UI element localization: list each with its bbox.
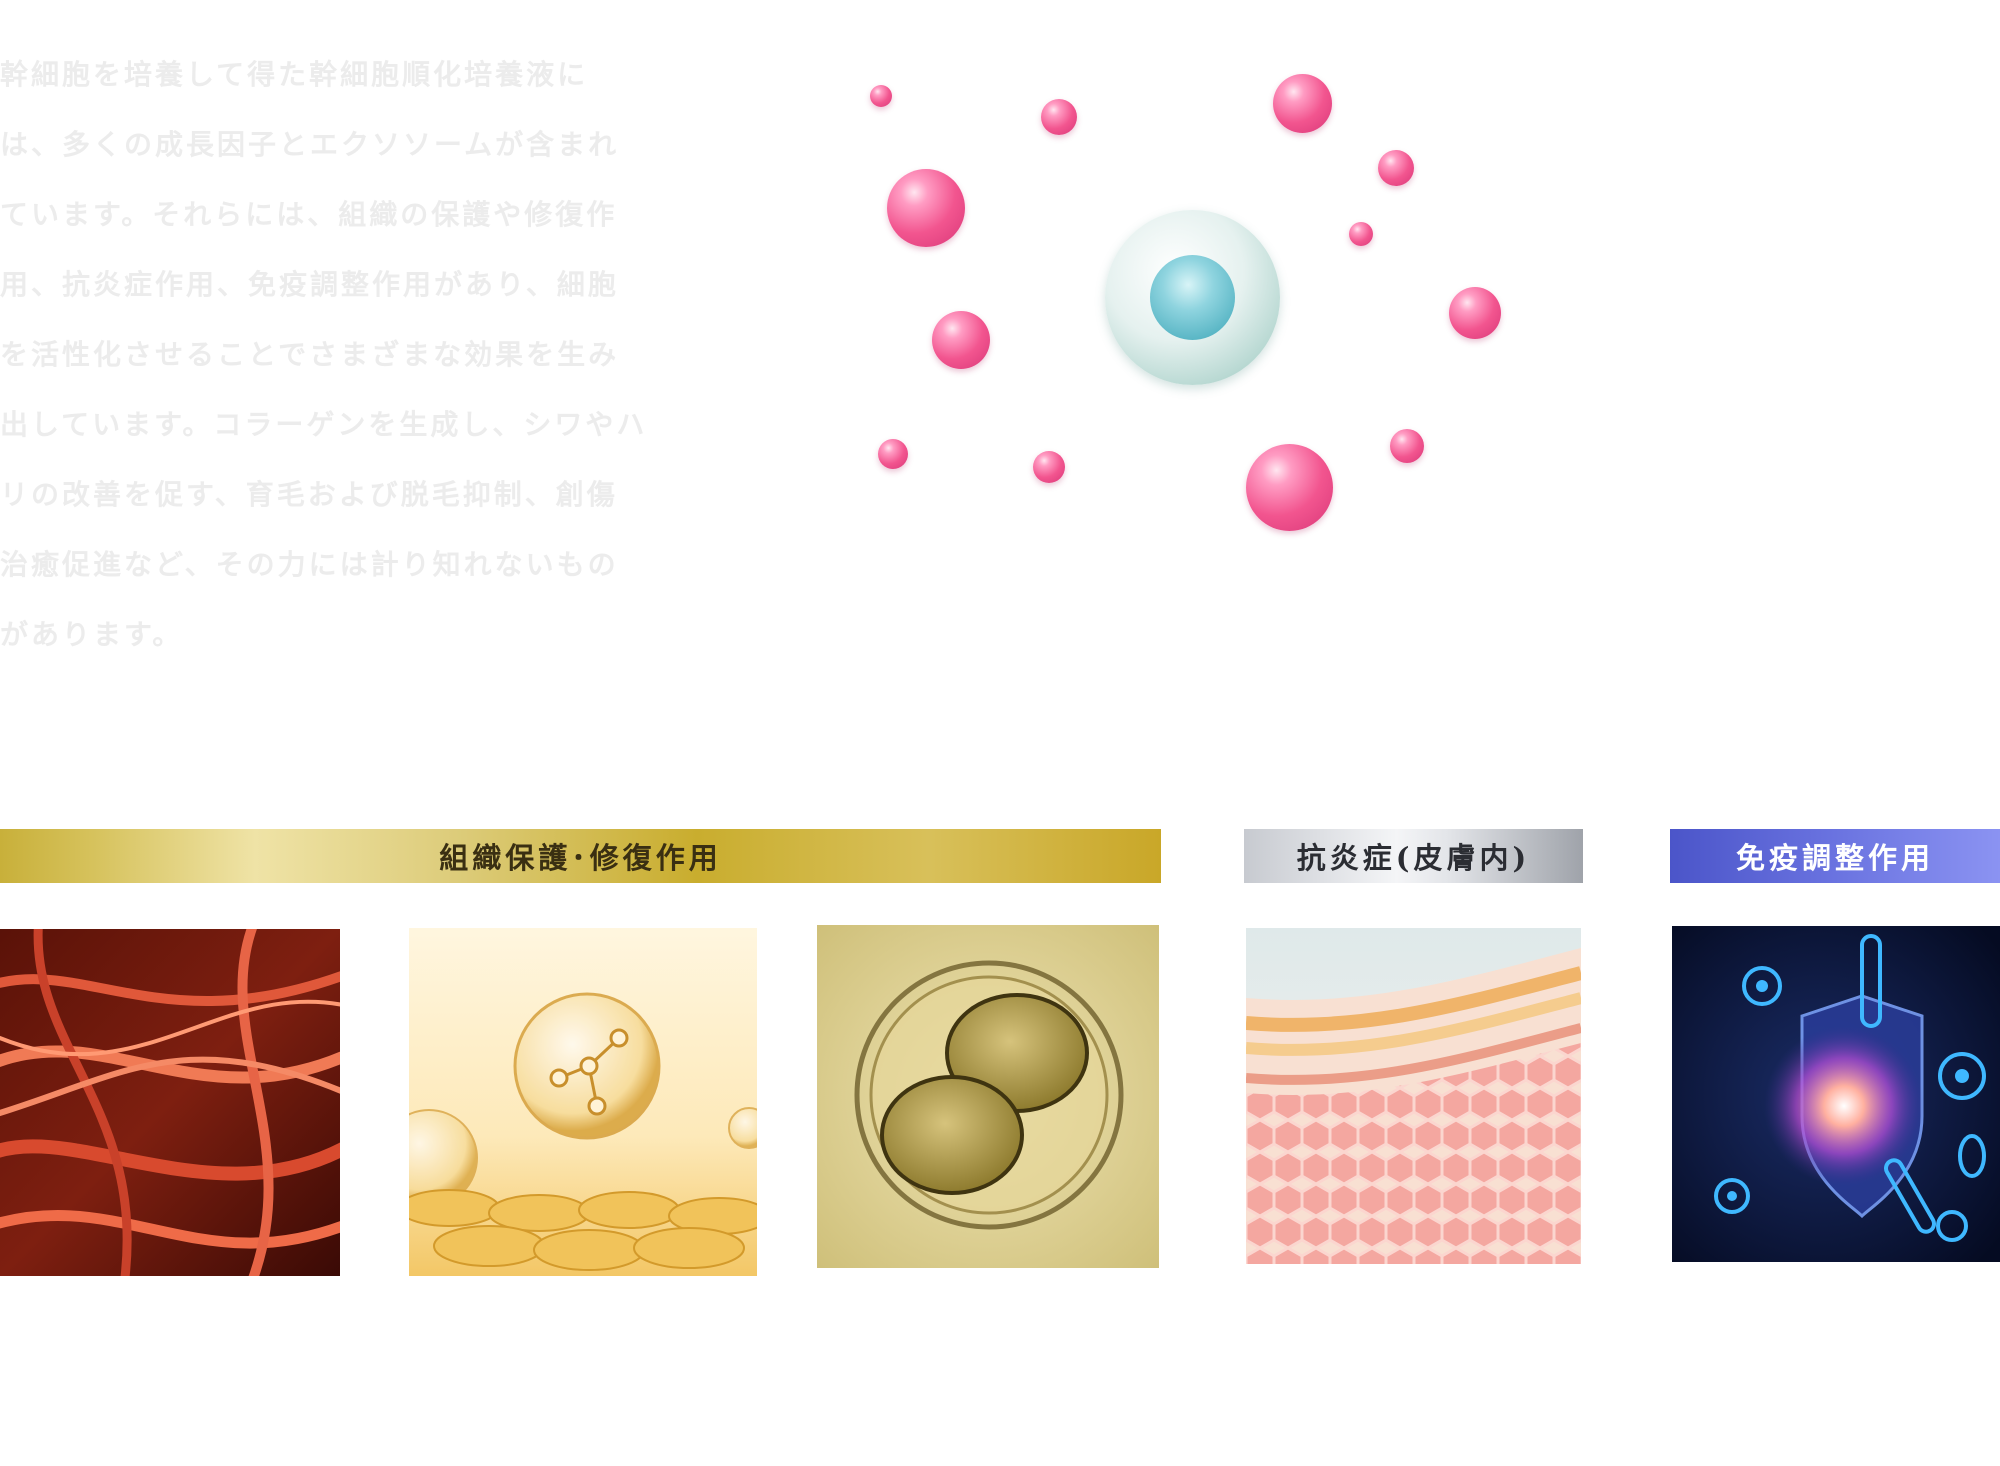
growth-factor-sphere: [878, 439, 908, 469]
growth-factor-sphere: [1449, 287, 1501, 339]
immune-regulation-banner: 免疫調整作用: [1670, 829, 2000, 883]
dividing-cell-image: [817, 925, 1159, 1268]
stem-cell: [1105, 210, 1280, 385]
growth-factor-sphere: [1033, 451, 1065, 483]
intro-line: 幹細胞を培養して得た幹細胞順化培養液に: [0, 58, 589, 91]
intro-line: を活性化させることでさまざまな効果を生み: [0, 338, 620, 371]
cell-nucleus: [1150, 255, 1235, 340]
intro-paragraph: 幹細胞を培養して得た幹細胞順化培養液に は、多くの成長因子とエクソソームが含まれ…: [0, 40, 680, 670]
intro-line: 治癒促進など、その力には計り知れないもの: [0, 548, 619, 581]
growth-factor-sphere: [1273, 74, 1332, 133]
intro-line: 用、抗炎症作用、免疫調整作用があり、細胞: [0, 268, 619, 301]
intro-line: は、多くの成長因子とエクソソームが含まれ: [0, 128, 620, 161]
tissue-repair-banner: 組織保護･修復作用: [0, 829, 1161, 883]
collagen-fiber-image: [0, 929, 340, 1276]
intro-line: リの改善を促す、育毛および脱毛抑制、創傷: [0, 478, 618, 511]
stem-cell-diagram: [840, 60, 1520, 550]
growth-factor-sphere: [932, 311, 990, 369]
growth-factor-sphere: [870, 85, 892, 107]
growth-factor-sphere: [1246, 444, 1333, 531]
anti-inflammatory-banner: 抗炎症(皮膚内): [1244, 829, 1583, 883]
growth-factor-sphere: [1349, 222, 1373, 246]
growth-factor-sphere: [887, 169, 965, 247]
growth-factor-sphere: [1041, 99, 1077, 135]
intro-line: ています。それらには、組織の保護や修復作: [0, 198, 618, 231]
skin-layer-image: [1246, 928, 1581, 1264]
intro-line: 出しています。コラーゲンを生成し、シワやハ: [0, 408, 648, 441]
molecule-bubble-image: [409, 928, 757, 1276]
growth-factor-sphere: [1378, 150, 1414, 186]
intro-line: があります。: [0, 618, 184, 651]
immune-shield-image: [1672, 926, 2000, 1262]
growth-factor-sphere: [1390, 429, 1424, 463]
